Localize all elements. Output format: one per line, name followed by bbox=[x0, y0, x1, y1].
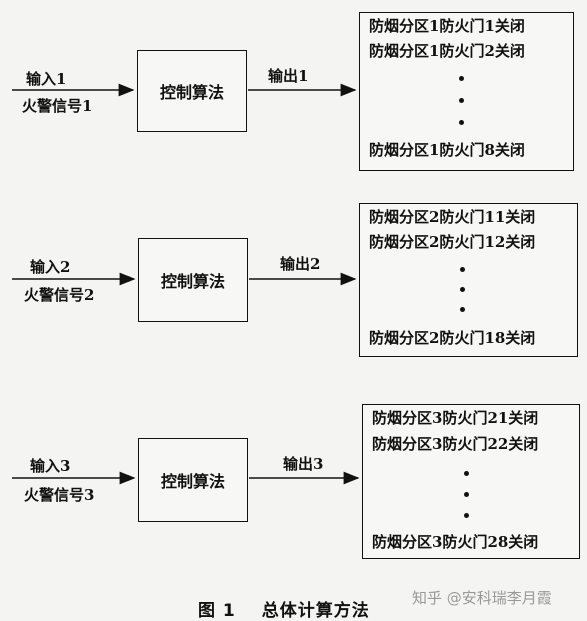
figure-title: 总体计算方法 bbox=[261, 601, 370, 621]
output-label-3: 输出3 bbox=[283, 455, 324, 473]
ellipsis-dot bbox=[459, 76, 464, 81]
figure-caption: 图 1 总体计算方法 bbox=[198, 596, 370, 621]
door-item: 防烟分区3防火门22关闭 bbox=[372, 435, 539, 453]
door-list-box-2: 防烟分区2防火门11关闭 防烟分区2防火门12关闭 防烟分区2防火门18关闭 bbox=[359, 203, 578, 357]
input-label-1: 输入1 bbox=[26, 70, 67, 88]
door-item: 防烟分区2防火门12关闭 bbox=[369, 233, 536, 251]
door-item: 防烟分区1防火门8关闭 bbox=[369, 141, 525, 159]
ellipsis-dot bbox=[459, 98, 464, 103]
ellipsis-dot bbox=[464, 492, 469, 497]
door-item: 防烟分区3防火门21关闭 bbox=[372, 409, 539, 427]
door-list-box-3: 防烟分区3防火门21关闭 防烟分区3防火门22关闭 防烟分区3防火门28关闭 bbox=[362, 404, 580, 559]
door-item: 防烟分区1防火门1关闭 bbox=[369, 17, 525, 35]
signal-label-1: 火警信号1 bbox=[22, 97, 93, 115]
control-algorithm-box-2: 控制算法 bbox=[138, 238, 248, 322]
ellipsis-dot bbox=[460, 287, 465, 292]
control-algorithm-box-1: 控制算法 bbox=[137, 50, 247, 132]
output-label-1: 输出1 bbox=[268, 67, 309, 85]
input-label-3: 输入3 bbox=[30, 457, 71, 475]
watermark: 知乎 @安科瑞李月霞 bbox=[412, 589, 552, 607]
ellipsis-dot bbox=[460, 267, 465, 272]
ellipsis-dot bbox=[464, 513, 469, 518]
signal-label-2: 火警信号2 bbox=[24, 286, 95, 304]
door-list-box-1: 防烟分区1防火门1关闭 防烟分区1防火门2关闭 防烟分区1防火门8关闭 bbox=[359, 12, 574, 171]
signal-label-3: 火警信号3 bbox=[24, 486, 95, 504]
door-item: 防烟分区3防火门28关闭 bbox=[372, 533, 539, 551]
output-label-2: 输出2 bbox=[280, 255, 321, 273]
figure-number: 图 1 bbox=[198, 601, 236, 621]
ellipsis-dot bbox=[459, 120, 464, 125]
door-item: 防烟分区2防火门11关闭 bbox=[369, 208, 536, 226]
control-algorithm-box-3: 控制算法 bbox=[138, 438, 248, 522]
door-item: 防烟分区1防火门2关闭 bbox=[369, 42, 525, 60]
input-label-2: 输入2 bbox=[30, 258, 71, 276]
door-item: 防烟分区2防火门18关闭 bbox=[369, 329, 536, 347]
ellipsis-dot bbox=[464, 471, 469, 476]
ellipsis-dot bbox=[460, 307, 465, 312]
